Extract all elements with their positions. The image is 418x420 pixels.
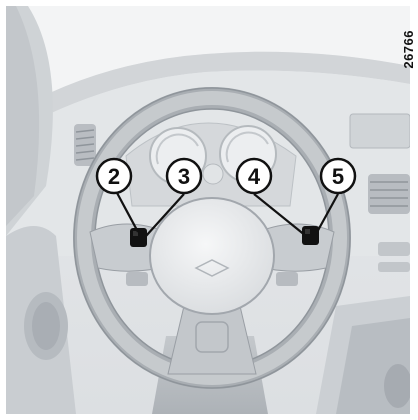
air-vent-center: [368, 174, 410, 214]
callout-label: 5: [332, 164, 344, 189]
callout-label: 3: [178, 164, 190, 189]
callout-5: 5: [321, 159, 355, 193]
callout-label: 4: [248, 164, 261, 189]
steering-wheel-illustration: 2 3 4 5: [6, 6, 410, 414]
callout-2: 2: [97, 159, 131, 193]
callout-4: 4: [237, 159, 271, 193]
callout-3: 3: [167, 159, 201, 193]
display-screen: [350, 114, 410, 148]
callout-label: 2: [108, 164, 120, 189]
air-vent-left: [74, 124, 96, 166]
reference-code: 26766: [401, 30, 416, 69]
